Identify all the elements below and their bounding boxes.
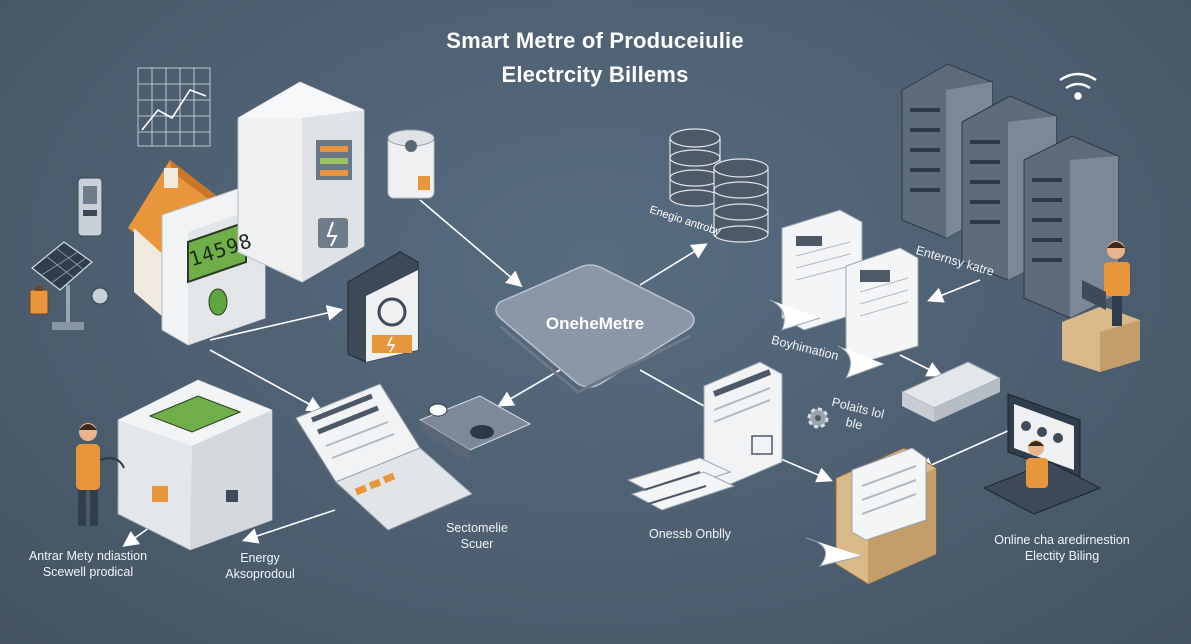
cylinder-meter-icon [387, 129, 435, 199]
database-icon [669, 128, 769, 243]
wifi-icon [1059, 72, 1097, 100]
hub-node [495, 264, 695, 394]
solar-panel-icon [31, 241, 93, 330]
diagram-title-line-2: Electrcity Billems [501, 62, 689, 87]
arrow-hub-to-mouse [497, 369, 561, 407]
arrow-laptop-to-envelope [917, 429, 1011, 473]
label-antrar: Antrar Mety ndiastion Scewell prodical [28, 549, 148, 579]
iot-device-icon [347, 251, 419, 363]
arrow-meter-to-device [209, 305, 344, 341]
large-meter-icon [117, 379, 273, 551]
bill-window-icon [703, 361, 783, 487]
thermostat-icon [77, 177, 103, 237]
server-rack-icon [901, 63, 1119, 319]
battery-icon [29, 286, 49, 315]
document-icon [769, 209, 919, 379]
label-sectomelie: Sectomelie Scuer [446, 521, 508, 551]
person-icon [1062, 241, 1140, 372]
technician-icon [76, 423, 125, 526]
envelope-icon [805, 447, 937, 585]
arrow-tablet-to-meter [241, 509, 336, 544]
arrow-meter-to-hub [419, 199, 523, 288]
hub-label: OneheMetre [545, 314, 645, 333]
label-onessb: Onessb Onblly [649, 527, 731, 541]
label-online: Online cha aredirnestion Electity Biling [994, 533, 1130, 563]
arrow-server-to-docs [927, 279, 981, 303]
card-reader-icon [418, 395, 532, 462]
electrical-cabinet-icon [237, 81, 365, 283]
arrow-house-to-tablet [209, 349, 323, 412]
laptop-icon [982, 393, 1102, 515]
tray-icon [900, 361, 1002, 422]
tablet-bill-icon [295, 383, 473, 531]
grid-chart-icon [137, 67, 211, 147]
gear-icon [807, 407, 829, 429]
paper-stack-icon [626, 457, 736, 511]
label-energy: Energy Aksoprodoul [225, 551, 295, 581]
plug-icon [91, 287, 109, 305]
arrow-hub-to-database [639, 243, 708, 286]
arrow-bill-to-tray [899, 354, 943, 377]
diagram-title-line-1: Smart Metre of Produceiulie [446, 28, 744, 53]
